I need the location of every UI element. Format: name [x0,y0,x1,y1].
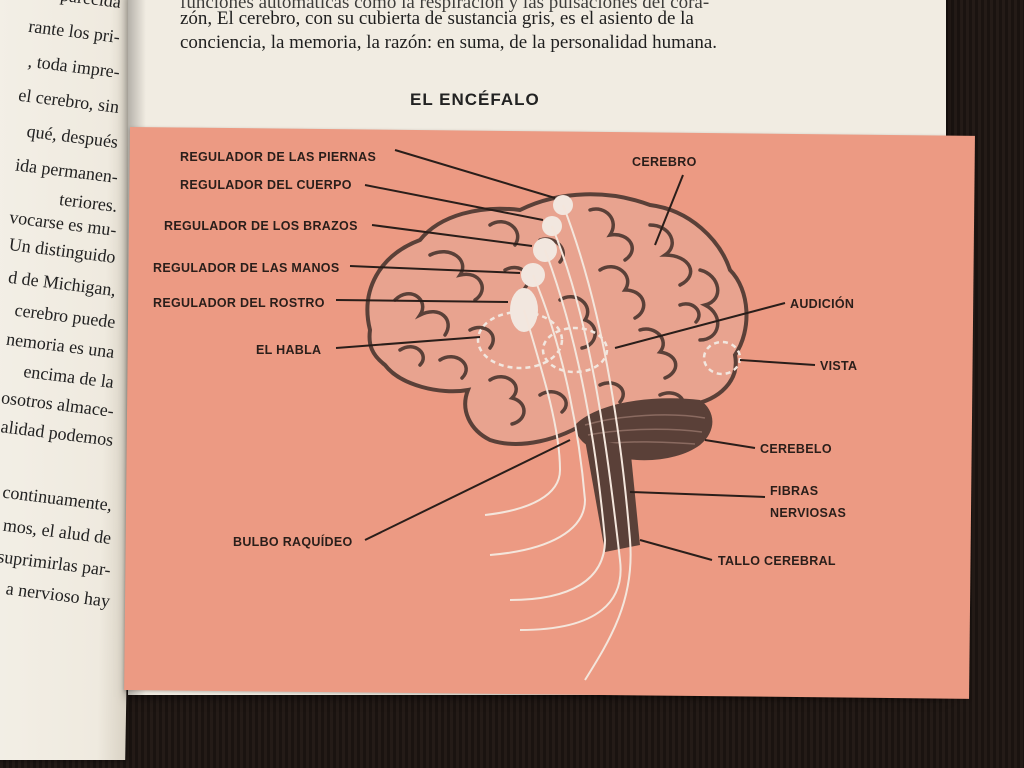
label-vista: VISTA [820,359,857,373]
label-bulbo-raquideo: BULBO RAQUÍDEO [233,534,352,549]
label-cerebelo: CEREBELO [760,442,832,456]
label-nerviosas: NERVIOSAS [770,506,846,520]
body-text-line: conciencia, la memoria, la razón: en sum… [180,32,718,53]
label-regulador-cuerpo: REGULADOR DEL CUERPO [180,178,352,192]
motor-spots [510,195,573,332]
section-title: EL ENCÉFALO [410,90,540,109]
label-regulador-manos: REGULADOR DE LAS MANOS [153,261,339,275]
vision-area [702,340,742,376]
label-audicion: AUDICIÓN [790,296,854,311]
brain-folds [393,207,720,426]
label-fibras: FIBRAS [770,484,818,498]
body-text-line: zón, El cerebro, con su cubierta de sust… [180,8,694,29]
function-areas [476,310,742,376]
leader-lines [335,149,816,561]
nerve-fibers [484,204,632,681]
body-text-line: funciones automáticas como la respiració… [180,0,710,13]
label-habla: EL HABLA [256,343,321,357]
hearing-area [541,326,609,374]
label-regulador-rostro: REGULADOR DEL ROSTRO [153,296,325,310]
label-regulador-piernas: REGULADOR DE LAS PIERNAS [180,150,376,164]
label-regulador-brazos: REGULADOR DE LOS BRAZOS [164,219,358,233]
label-cerebro: CEREBRO [632,155,697,169]
speech-area [476,310,564,370]
label-tallo-cerebral: TALLO CEREBRAL [718,554,836,568]
